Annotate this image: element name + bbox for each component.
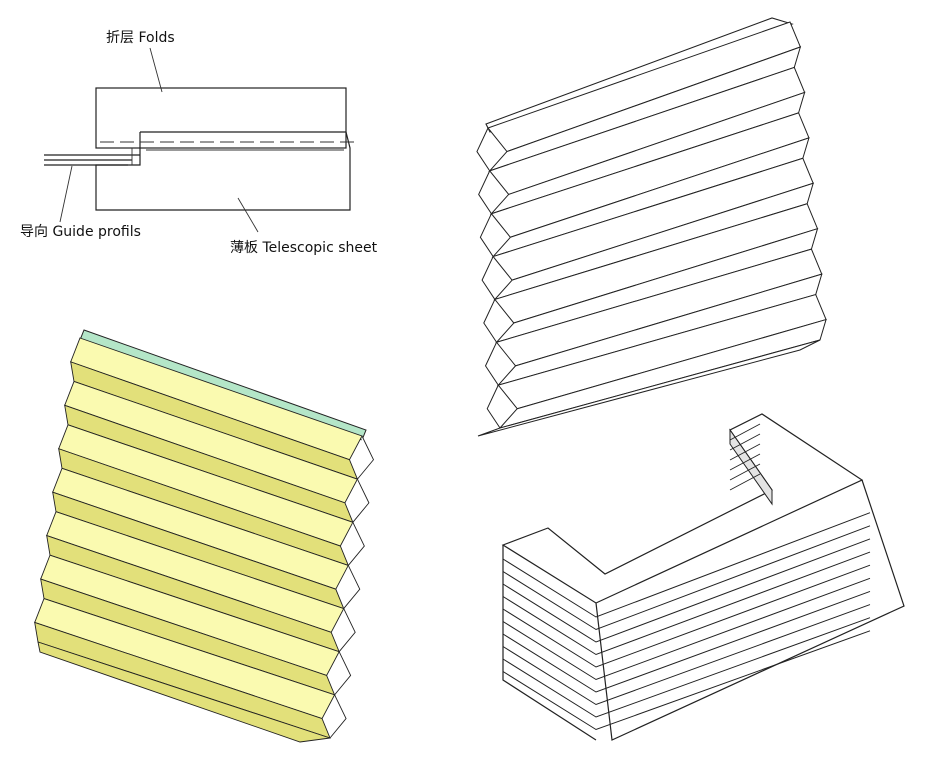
sheet-leader bbox=[237, 197, 259, 233]
yellow-fold-profile bbox=[338, 608, 356, 653]
wire-fold-profile bbox=[476, 127, 491, 172]
u-inner-layer-line bbox=[729, 443, 761, 461]
wire-fold-profile bbox=[479, 213, 494, 257]
u-layer-line bbox=[502, 604, 871, 706]
telescopic-sheet-label: 薄板 Telescopic sheet bbox=[230, 240, 378, 256]
schematic-cross-section: 折层 Folds 导向 Guide profils 薄板 Telescopic … bbox=[20, 30, 378, 256]
u-layer-line bbox=[502, 617, 871, 718]
u-shaped-bellows bbox=[501, 413, 905, 751]
u-layer-line bbox=[502, 525, 871, 631]
u-layer-line bbox=[502, 564, 871, 668]
yellow-fold-profile bbox=[357, 435, 375, 480]
u-left-edge bbox=[502, 545, 597, 741]
yellow-foot bbox=[37, 641, 331, 743]
wire-fold-profile bbox=[483, 299, 497, 343]
folds-box bbox=[95, 87, 347, 149]
wire-fold-profile bbox=[486, 384, 501, 429]
wire-fold-profile bbox=[481, 256, 496, 300]
u-layer-line bbox=[502, 590, 871, 693]
u-layer-line bbox=[502, 577, 871, 681]
wireframe-bellows bbox=[476, 17, 827, 437]
wire-fold-profile bbox=[478, 170, 492, 214]
u-layer-line bbox=[502, 538, 871, 643]
u-inner-layer-line bbox=[729, 473, 761, 491]
u-layer-line bbox=[502, 551, 871, 656]
guide-leader bbox=[59, 165, 73, 223]
yellow-fold-profile bbox=[329, 694, 347, 739]
u-layer-hidden bbox=[503, 610, 904, 748]
u-layer-line bbox=[502, 512, 871, 618]
wire-foot bbox=[477, 339, 821, 437]
u-inner-layer-line bbox=[729, 453, 761, 471]
u-right-edge bbox=[595, 479, 905, 741]
folds-leader bbox=[149, 47, 163, 93]
u-inner-layer-line bbox=[729, 463, 761, 481]
yellow-fold-profile bbox=[334, 651, 352, 696]
guide-profiles bbox=[44, 148, 140, 166]
yellow-fold-profile bbox=[347, 522, 365, 566]
u-layer-hidden bbox=[503, 594, 904, 744]
wire-fold-profile bbox=[484, 342, 499, 386]
yellow-fold-profile bbox=[352, 478, 370, 523]
sheet-box bbox=[95, 131, 351, 211]
u-inner-layer-line bbox=[729, 433, 761, 451]
guide-profiles-label: 导向 Guide profils bbox=[20, 224, 141, 240]
yellow-fold-profile bbox=[343, 565, 361, 609]
yellow-bellows bbox=[34, 329, 375, 743]
u-inner-wall bbox=[729, 428, 773, 506]
u-top-face bbox=[501, 413, 864, 604]
folds-label: 折层 Folds bbox=[106, 30, 175, 46]
u-layer-hidden bbox=[503, 626, 904, 751]
u-inner-layer-line bbox=[729, 423, 761, 441]
